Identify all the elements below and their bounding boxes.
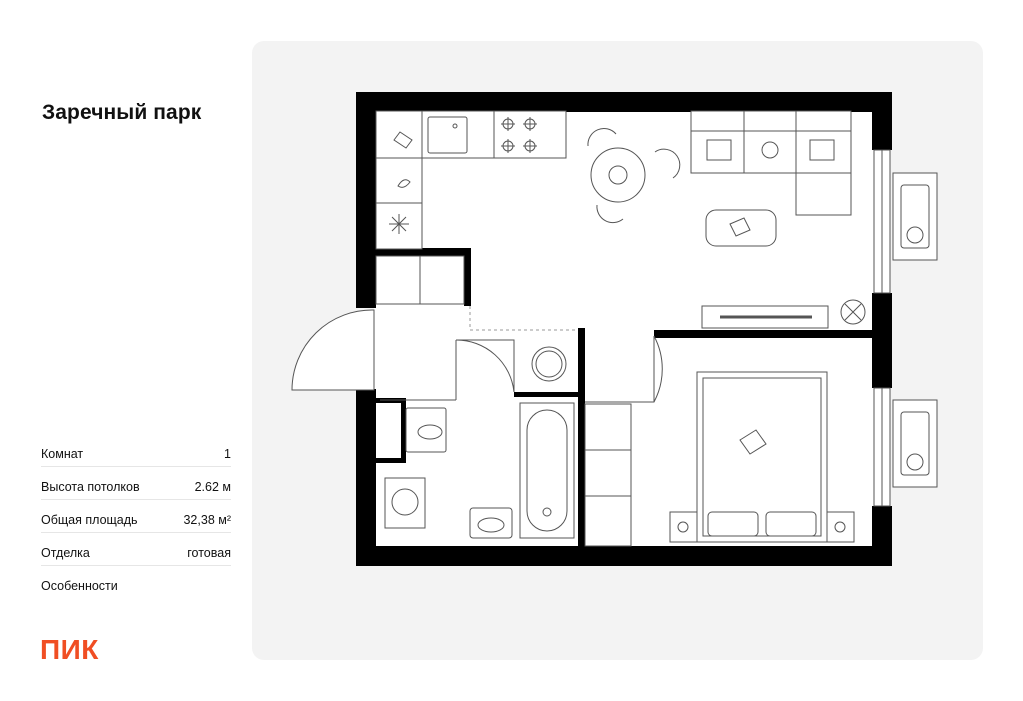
washing-machine	[384, 477, 426, 529]
wardrobe-hall	[375, 255, 465, 305]
spec-row-area: Общая площадь 32,38 м²	[41, 506, 231, 533]
window-bedroom	[873, 387, 891, 507]
coffee-table	[705, 209, 777, 247]
drop-icon	[397, 179, 411, 188]
bed	[696, 371, 828, 543]
washing-machine-drum	[531, 346, 567, 382]
washbasin	[469, 507, 513, 539]
bottle-icon	[393, 131, 413, 149]
spec-label: Общая площадь	[41, 513, 138, 527]
toilet-icon	[405, 407, 447, 453]
spec-row-ceiling: Высота потолков 2.62 м	[41, 473, 231, 500]
nightstand-right	[826, 511, 855, 543]
spec-value: 32,38 м²	[183, 513, 231, 527]
window-kitchen	[873, 149, 891, 294]
snowflake-icon	[389, 214, 409, 234]
spec-label: Высота потолков	[41, 480, 140, 494]
spec-row-features: Особенности	[41, 572, 231, 598]
spec-label: Комнат	[41, 447, 84, 461]
stove-icon	[501, 117, 537, 153]
spec-label: Отделка	[41, 546, 90, 560]
nightstand-left	[669, 511, 698, 543]
bathroom-door	[380, 339, 515, 401]
pik-logo: ПИК	[40, 634, 99, 665]
project-title: Заречный парк	[42, 101, 202, 124]
dining-table	[587, 128, 681, 224]
spec-row-finish: Отделка готовая	[41, 539, 231, 566]
wardrobe-bedroom	[584, 403, 632, 547]
spec-label: Особенности	[41, 579, 118, 593]
sink-icon	[427, 116, 468, 154]
spec-value: готовая	[187, 546, 231, 560]
sofa	[690, 110, 852, 216]
spec-row-rooms: Комнат 1	[41, 440, 231, 467]
bedroom-door	[585, 335, 663, 403]
bathtub	[519, 402, 575, 539]
ac-unit-kitchen	[892, 172, 938, 261]
entrance-door	[291, 309, 375, 391]
ac-unit-bedroom	[892, 399, 938, 488]
exterior-walls	[356, 92, 892, 566]
plant-icon	[840, 299, 866, 325]
spec-value: 1	[224, 447, 231, 461]
ceiling-line	[469, 306, 578, 331]
tv-console	[701, 305, 829, 329]
spec-value: 2.62 м	[194, 480, 231, 494]
